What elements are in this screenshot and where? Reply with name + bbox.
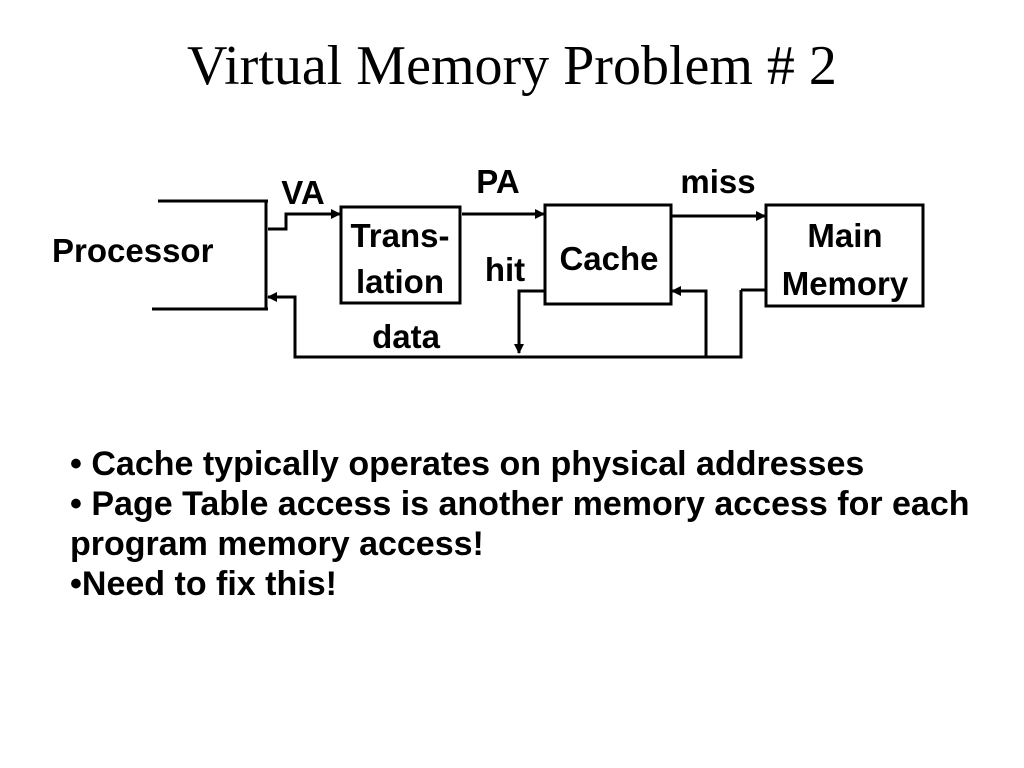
main-memory-label-line1: Main bbox=[807, 217, 882, 254]
main-memory-label-line2: Memory bbox=[782, 265, 909, 302]
va-label: VA bbox=[281, 174, 324, 211]
bullet-item: •Need to fix this! bbox=[70, 564, 990, 604]
bullet-text: Cache typically operates on physical add… bbox=[91, 445, 865, 483]
hit-label: hit bbox=[485, 251, 525, 288]
processor-label: Processor bbox=[52, 232, 214, 269]
bullet-marker: • bbox=[70, 565, 82, 603]
translation-label-line1: Trans- bbox=[350, 217, 449, 254]
bullet-item: • Cache typically operates on physical a… bbox=[70, 444, 990, 484]
bullet-marker: • bbox=[70, 485, 92, 523]
data-label: data bbox=[372, 318, 441, 355]
pa-label: PA bbox=[476, 163, 519, 200]
translation-label-line2: lation bbox=[356, 263, 444, 300]
bullet-item: • Page Table access is another memory ac… bbox=[70, 484, 990, 564]
miss-label: miss bbox=[680, 163, 755, 200]
hit-arrow bbox=[514, 289, 545, 354]
bullet-list: • Cache typically operates on physical a… bbox=[70, 444, 990, 604]
main-memory-box bbox=[764, 203, 925, 308]
bullet-marker: • bbox=[70, 445, 92, 483]
cache-label: Cache bbox=[559, 240, 658, 277]
cache-fill-arrow bbox=[671, 286, 708, 357]
slide-title: Virtual Memory Problem # 2 bbox=[187, 35, 837, 97]
va-arrow bbox=[268, 209, 341, 231]
cache-box bbox=[543, 203, 673, 306]
bullet-text: Page Table access is another memory acce… bbox=[70, 485, 970, 563]
data-return-path bbox=[267, 290, 743, 359]
cache-diagram: Processor Trans- lation Cache Main Memor… bbox=[52, 163, 925, 359]
translation-box bbox=[339, 205, 462, 305]
bullet-text: Need to fix this! bbox=[81, 565, 337, 603]
